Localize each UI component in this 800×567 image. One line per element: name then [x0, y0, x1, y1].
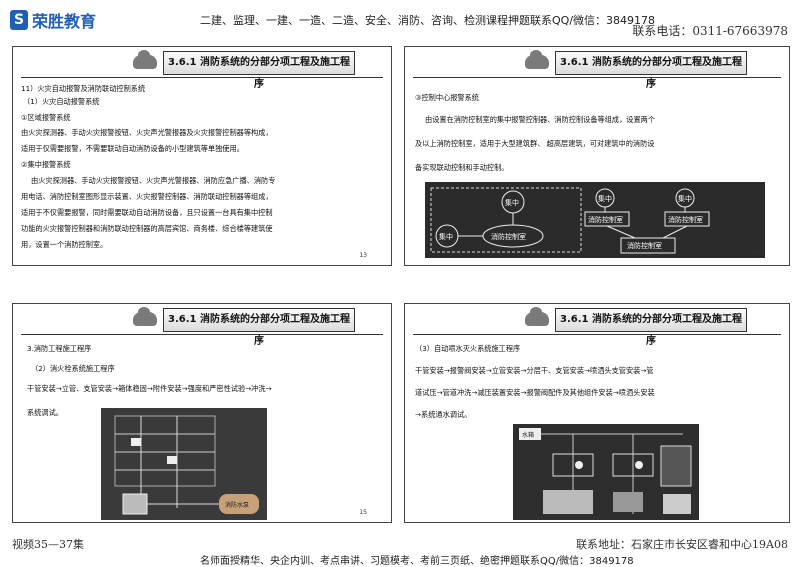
- text-line: 适用于不仅需要报警，同时需要联动自动消防设备，且只设置一台具有集中控制: [21, 208, 273, 217]
- text-line: 由设置在消防控制室的集中报警控制器、消防控制设备等组成，设置两个: [425, 115, 656, 124]
- slide-15: 3.6.1 消防系统的分部分项工程及施工程序 3.消防工程施工程序 （2）消火栓…: [12, 303, 392, 523]
- slide-13: 3.6.1 消防系统的分部分项工程及施工程序 11）火灾自动报警及消防联动控制系…: [12, 46, 392, 266]
- text-line: （2）消火栓系统施工程序: [31, 364, 115, 373]
- text-line: 由火灾探测器、手动火灾报警按钮、火灾声光警报器、消防应急广播、消防专: [31, 176, 276, 185]
- text-line: 3.消防工程施工程序: [27, 344, 92, 353]
- contact-address: 联系地址：石家庄市长安区睿和中心19A08: [576, 538, 788, 551]
- text-line: ③控制中心报警系统: [415, 93, 479, 102]
- text-line: （3）自动喷水灭火系统施工程序: [415, 344, 521, 353]
- pump-label: 消防水泵: [225, 501, 249, 509]
- slide-header: 3.6.1 消防系统的分部分项工程及施工程序: [405, 304, 789, 347]
- cloud-icon: [525, 307, 549, 326]
- hydrant-system-image: 消防水泵: [101, 408, 267, 520]
- text-line: 道试压→管道冲洗→减压装置安装→报警阀配件及其他组件安装→喷洒头安装: [415, 388, 655, 397]
- text-line: →系统通水调试。: [415, 410, 472, 419]
- diagram-right-circle-1: 集中: [598, 194, 612, 203]
- slide-14: 3.6.1 消防系统的分部分项工程及施工程序 ③控制中心报警系统 由设置在消防控…: [404, 46, 790, 266]
- text-line: 适用于仅需要报警，不需要联动自动消防设备的小型建筑等单独使用。: [21, 144, 244, 153]
- slide-title: 3.6.1 消防系统的分部分项工程及施工程序: [555, 308, 747, 347]
- logo-text: 荣胜教育: [32, 12, 97, 31]
- cloud-icon: [133, 307, 157, 326]
- page-number: 13: [359, 252, 367, 259]
- diagram-left-top: 集中: [505, 198, 519, 207]
- text-line: 11）火灾自动报警及消防联动控制系统: [21, 84, 146, 93]
- logo: S 荣胜教育: [10, 8, 96, 32]
- divider: [21, 77, 383, 78]
- tank-label: 水箱: [522, 431, 534, 439]
- cloud-icon: [133, 50, 157, 69]
- video-range: 视频35—37集: [12, 538, 84, 551]
- slide-header: 3.6.1 消防系统的分部分项工程及施工程序: [13, 47, 391, 90]
- slide-16: 3.6.1 消防系统的分部分项工程及施工程序 （3）自动喷水灭火系统施工程序 干…: [404, 303, 790, 523]
- diagram-left-bottom: 集中: [439, 232, 453, 241]
- diagram-right-box-2: 消防控制室: [668, 215, 703, 224]
- control-center-diagram: 集中 集中 消防控制室 集中 集中 消防控制室 消防控制室 消防控制室: [425, 182, 765, 258]
- cloud-icon: [525, 50, 549, 69]
- diagram-right-box-1: 消防控制室: [588, 215, 623, 224]
- diagram-right-bottom: 消防控制室: [627, 241, 662, 250]
- slide-title: 3.6.1 消防系统的分部分项工程及施工程序: [163, 308, 355, 347]
- text-line: 用，设置一个消防控制室。: [21, 240, 108, 249]
- text-line: （1）火灾自动报警系统: [23, 97, 100, 106]
- text-line: 用电话、消防控制室图形显示装置、火灾报警控制器、消防联动控制器等组成，: [21, 192, 273, 201]
- diagram-right-circle-2: 集中: [678, 194, 692, 203]
- slide-title: 3.6.1 消防系统的分部分项工程及施工程序: [555, 51, 747, 90]
- text-line: 功能的火灾报警控制器和消防联动控制器的高层宾馆、商务楼、综合楼等建筑使: [21, 224, 273, 233]
- text-line: ①区域报警系统: [21, 113, 71, 122]
- bottom-banner: 名师面授精华、央企内训、考点串讲、习题模考、考前三页纸、绝密押题联系QQ/微信：…: [200, 556, 634, 567]
- text-line: ②集中报警系统: [21, 160, 71, 169]
- slide-header: 3.6.1 消防系统的分部分项工程及施工程序: [13, 304, 391, 347]
- text-line: 由火灾探测器、手动火灾报警按钮、火灾声光警报器及火灾报警控制器等构成，: [21, 128, 273, 137]
- divider: [413, 77, 781, 78]
- logo-mark-icon: S: [10, 10, 28, 30]
- diagram-left-center: 消防控制室: [491, 232, 526, 241]
- page-number: 15: [359, 509, 367, 516]
- diagram-svg: 集中 集中 消防控制室 集中 集中 消防控制室 消防控制室 消防控制室: [430, 187, 710, 254]
- slide-header: 3.6.1 消防系统的分部分项工程及施工程序: [405, 47, 789, 90]
- sprinkler-system-image: 水箱: [513, 424, 699, 520]
- divider: [21, 334, 383, 335]
- text-line: 及以上消防控制室，适用于大型建筑群、 超高层建筑，可对建筑中的消防设: [415, 139, 655, 148]
- divider: [413, 334, 781, 335]
- text-line: 干管安装→报警阀安装→立管安装→分层干、支管安装→喷洒头支管安装→管: [415, 366, 654, 375]
- top-phone: 联系电话：0311-67663978: [632, 24, 788, 38]
- text-line: 系统调试。: [27, 408, 63, 417]
- text-line: 干管安装→立管、支管安装→箱体稳固→附件安装→强度和严密性试验→冲洗→: [27, 384, 272, 393]
- page-number: 14: [751, 250, 759, 257]
- text-line: 备实现联动控制和手动控制。: [415, 163, 509, 172]
- slide-title: 3.6.1 消防系统的分部分项工程及施工程序: [163, 51, 355, 90]
- top-banner: 二建、监理、一建、一造、二造、安全、消防、咨询、检测课程押题联系QQ/微信：38…: [200, 14, 656, 27]
- sprinkler-svg: 水箱: [519, 428, 692, 514]
- hydrant-svg: 消防水泵: [114, 415, 259, 515]
